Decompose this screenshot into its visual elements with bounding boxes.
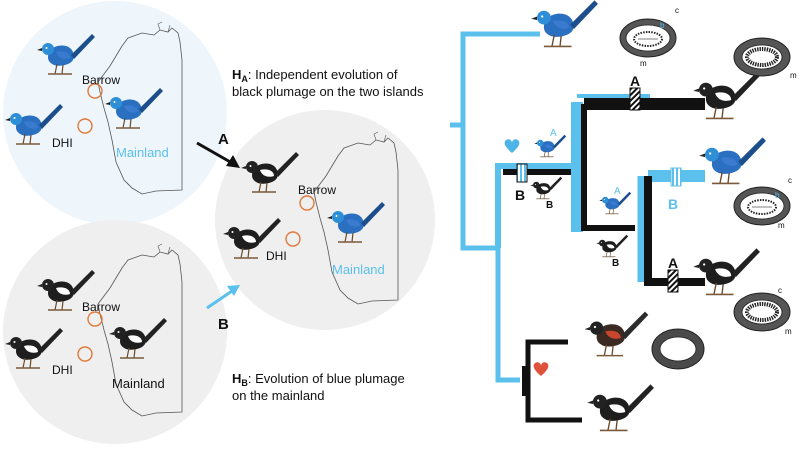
map-center-ancestral: Barrow DHI Mainland bbox=[215, 110, 435, 330]
event-b-blue-label: B bbox=[668, 196, 678, 212]
section-label-m-dhi: m bbox=[785, 327, 792, 336]
barrow-island-marker-top bbox=[87, 83, 103, 99]
tip-bird-blue-mainland bbox=[698, 136, 767, 185]
dhi-label-center: DHI bbox=[266, 249, 287, 263]
barrow-label-bottom: Barrow bbox=[82, 300, 120, 314]
map-center-background bbox=[215, 110, 435, 330]
feather-section-dhi bbox=[732, 291, 792, 333]
hypothesis-b-symbol: H bbox=[232, 371, 241, 386]
section-label-b-mainland: b bbox=[775, 191, 780, 200]
hypothesis-a-symbol: H bbox=[232, 67, 241, 82]
event-a-upper-label: A bbox=[630, 73, 640, 89]
dhi-label-top: DHI bbox=[52, 136, 73, 150]
section-label-m-mainland: m bbox=[778, 221, 785, 230]
tip-bird-black-outgroup bbox=[586, 383, 655, 432]
dhi-island-marker-center bbox=[285, 231, 301, 247]
section-label-c-mainland: c bbox=[788, 176, 792, 185]
section-label-m-top: m bbox=[640, 59, 647, 68]
node-bird-black-b2-label: B bbox=[612, 258, 619, 269]
phylogeny-tree: A A B B A B A B c m b m bbox=[450, 0, 797, 432]
section-label-c-top: c bbox=[675, 6, 679, 15]
feather-section-top bbox=[619, 18, 677, 58]
mainland-label-center: Mainland bbox=[332, 262, 385, 277]
hypothesis-a: HA: Independent evolution of black pluma… bbox=[232, 67, 424, 99]
feather-section-barrow bbox=[732, 36, 792, 78]
heart-red-icon bbox=[533, 362, 549, 376]
branch-outgroup-black bbox=[525, 339, 582, 423]
event-a-lower-marker bbox=[667, 269, 679, 293]
mainland-label-bottom: Mainland bbox=[112, 376, 165, 391]
map-top-background bbox=[3, 1, 227, 225]
arrow-a-label: A bbox=[218, 131, 229, 148]
section-label-c-dhi: c bbox=[778, 286, 782, 295]
hypothesis-a-line2: black plumage on the two islands bbox=[232, 84, 424, 99]
branch-inner-black bbox=[581, 104, 635, 231]
dhi-island-marker-top bbox=[77, 118, 93, 134]
feather-section-mainland bbox=[733, 186, 791, 226]
event-b-blue-marker bbox=[670, 167, 682, 187]
map-top-ha: Barrow DHI Mainland bbox=[3, 1, 227, 225]
map-bottom-hb: Barrow DHI Mainland bbox=[3, 220, 227, 444]
event-a-lower-label: A bbox=[668, 255, 678, 271]
barrow-island-marker-center bbox=[299, 195, 315, 211]
node-bird-black-b bbox=[529, 176, 563, 200]
hypothesis-b: HB: Evolution of blue plumage on the mai… bbox=[232, 371, 405, 403]
node-bird-black-b-label: B bbox=[546, 200, 553, 211]
arrow-b: B bbox=[206, 285, 240, 333]
tip-bird-red-backed bbox=[583, 310, 650, 357]
arrow-a: A bbox=[196, 131, 240, 168]
branch-ancestral-blue bbox=[495, 163, 577, 248]
node-bird-black-b2 bbox=[595, 234, 629, 258]
hypothesis-b-line1: : Evolution of blue plumage bbox=[248, 371, 405, 386]
event-b-trunk-marker bbox=[516, 163, 528, 183]
tip-bird-blue-top bbox=[530, 0, 599, 48]
node-bird-blue-a-label: A bbox=[550, 128, 557, 139]
event-a-upper-marker bbox=[629, 87, 641, 111]
dhi-island-marker-bottom bbox=[77, 346, 93, 362]
event-b-trunk-label: B bbox=[515, 187, 525, 203]
barrow-label-top: Barrow bbox=[82, 73, 120, 87]
branch-basal-blue bbox=[460, 31, 540, 251]
tip-bird-black-barrow bbox=[692, 71, 761, 120]
heart-blue-icon bbox=[504, 139, 520, 153]
node-bird-blue-a2-label: A bbox=[614, 186, 621, 197]
hypothesis-a-subscript: A bbox=[241, 74, 248, 84]
branch-dhi-black bbox=[644, 176, 705, 286]
barrow-island-marker-bottom bbox=[87, 311, 103, 327]
branch-outgroup-stem bbox=[495, 248, 520, 383]
svg-text:HA: Independent evolution of: HA: Independent evolution of bbox=[232, 67, 398, 84]
mainland-label-top: Mainland bbox=[116, 145, 169, 160]
dhi-label-bottom: DHI bbox=[52, 363, 73, 377]
hypothesis-b-line2: on the mainland bbox=[232, 388, 325, 403]
hypothesis-a-line1: : Independent evolution of bbox=[248, 67, 398, 82]
arrow-b-label: B bbox=[218, 316, 229, 333]
section-label-m-barrow: m bbox=[790, 71, 797, 80]
barrow-label-center: Barrow bbox=[298, 183, 336, 197]
svg-text:HB: Evolution of blue plumage: HB: Evolution of blue plumage bbox=[232, 371, 405, 388]
feather-section-outgroup bbox=[651, 328, 705, 370]
section-label-b-top: b bbox=[660, 21, 665, 30]
hypothesis-b-subscript: B bbox=[241, 378, 248, 388]
tip-bird-black-dhi bbox=[692, 247, 761, 296]
